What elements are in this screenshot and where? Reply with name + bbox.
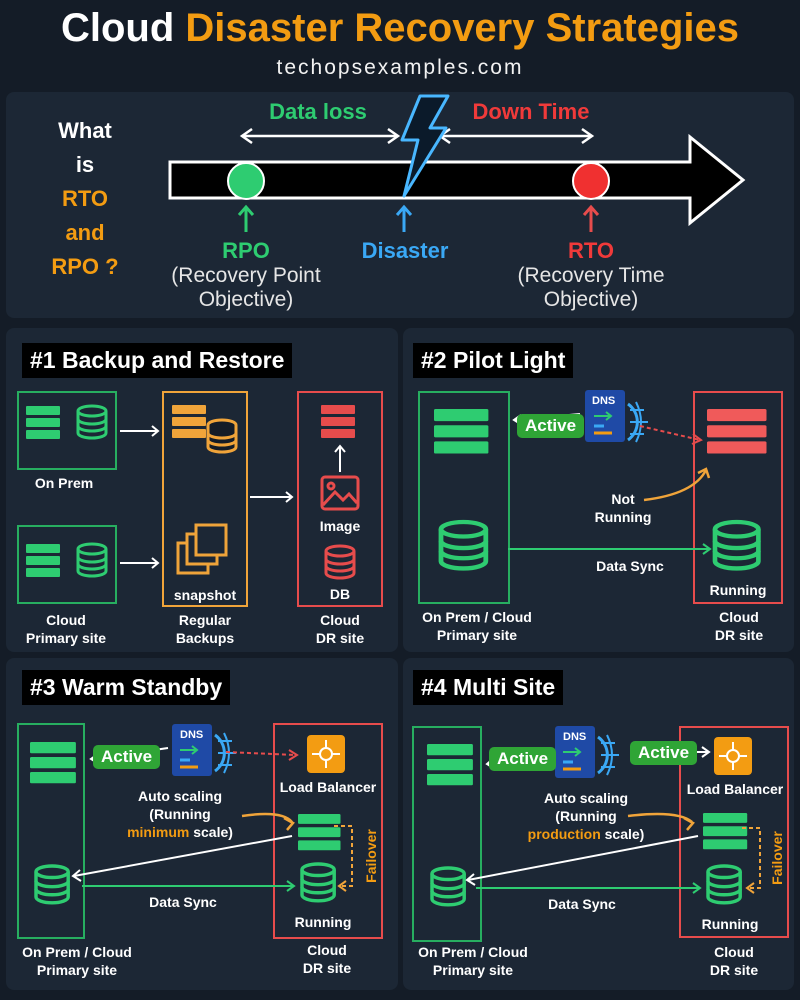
pilot-light-panel <box>403 328 794 652</box>
page-title: Cloud Disaster Recovery Strategies <box>60 6 740 50</box>
rto-dot <box>572 162 610 200</box>
server-icon <box>427 744 473 786</box>
dns-icon <box>585 390 648 443</box>
image-icon <box>320 475 360 511</box>
section-title-warm-standby: #3 Warm Standby <box>22 670 231 705</box>
section-title-pilot-light: #2 Pilot Light <box>413 343 574 378</box>
rpo-dot <box>227 162 265 200</box>
rto-label: RTO <box>567 238 615 263</box>
active-badge: Active <box>517 414 585 438</box>
database-icon <box>430 866 466 907</box>
warm-standby-panel <box>6 658 398 990</box>
cloud-dr-box-4 <box>679 726 789 938</box>
rto-rpo-panel <box>6 92 794 318</box>
dns-icon <box>555 726 619 778</box>
load-balancer-label: Load Balancer <box>279 779 377 795</box>
rpo-label: RPO <box>222 238 270 263</box>
dns-label: DNS <box>592 395 616 407</box>
data-sync-label: Data Sync <box>548 896 616 912</box>
dns-label: DNS <box>180 729 204 741</box>
cloud-dr-box-3 <box>273 723 383 939</box>
multi-site-panel <box>403 658 794 990</box>
data-loss-arrow <box>239 127 401 145</box>
image-label: Image <box>319 518 361 534</box>
active-badge-left: Active <box>489 747 557 771</box>
running-label: Running <box>701 916 759 932</box>
timeline-arrow <box>168 133 746 227</box>
cloud-dr-box-2 <box>693 391 783 604</box>
rto-rpo-question: What is RTO and RPO ? <box>51 118 119 279</box>
auto-scaling-label: Auto scaling(Running minimum scale) <box>127 788 233 840</box>
snapshot-icon <box>176 523 228 575</box>
lightning-icon <box>400 94 450 198</box>
primary-site-box-2 <box>418 391 510 604</box>
running-label: Running <box>294 914 352 930</box>
snapshot-label: snapshot <box>173 587 237 603</box>
section-title-backup-restore: #1 Backup and Restore <box>22 343 293 378</box>
dns-label: DNS <box>563 731 587 743</box>
running-label: Running <box>709 582 767 598</box>
primary-site-box-3 <box>17 723 85 939</box>
server-icon <box>703 813 748 850</box>
site-url: techopsexamples.com <box>276 56 524 79</box>
data-loss-label: Data loss <box>269 99 367 124</box>
db-label: DB <box>329 586 351 602</box>
on-prem-box <box>17 391 117 470</box>
active-badge-right: Active <box>630 741 698 765</box>
primary-site-box-4 <box>412 726 482 942</box>
load-balancer-icon <box>307 735 345 773</box>
load-balancer-label: Load Balancer <box>686 781 784 797</box>
data-sync-label: Data Sync <box>596 558 664 574</box>
data-sync-label: Data Sync <box>149 894 217 910</box>
load-balancer-icon <box>714 737 752 775</box>
down-time-label: Down Time <box>472 99 590 124</box>
auto-scaling-label: Auto scaling(Running production scale) <box>527 790 645 842</box>
regular-backups-box <box>162 391 248 607</box>
database-icon <box>706 864 742 905</box>
disaster-label: Disaster <box>361 238 449 263</box>
section-title-multi-site: #4 Multi Site <box>413 670 564 705</box>
cloud-primary-box <box>17 525 117 604</box>
active-badge: Active <box>93 745 161 769</box>
cloud-dr-box-1 <box>297 391 383 607</box>
on-prem-label: On Prem <box>34 475 94 491</box>
failover-label: Failover <box>769 831 785 885</box>
